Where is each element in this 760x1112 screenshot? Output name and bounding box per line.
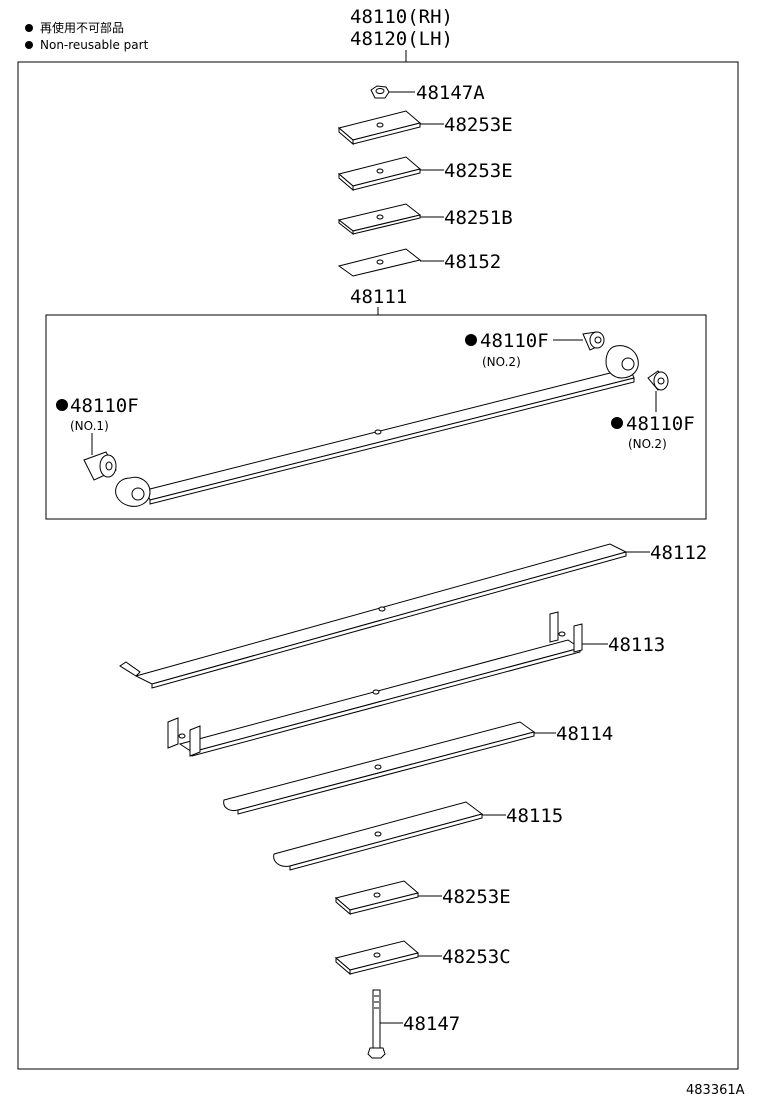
outer-frame (17, 61, 739, 1070)
plate-top-3-label[interactable]: 48251B (444, 207, 513, 229)
plate-top-4-label[interactable]: 48152 (444, 251, 501, 273)
plate-top-3[interactable] (337, 203, 422, 236)
plate-bottom-1-label[interactable]: 48253E (442, 886, 511, 908)
main-leaf-box (45, 314, 707, 520)
bush-top[interactable] (582, 331, 605, 351)
plate-top-2-label[interactable]: 48253E (444, 160, 513, 182)
leaf-48115-label[interactable]: 48115 (506, 805, 563, 827)
nut-part[interactable] (370, 85, 390, 99)
bush-right-label[interactable]: 48110F (626, 413, 695, 435)
legend-japanese: 再使用不可部品 (40, 20, 124, 35)
bush-right[interactable] (647, 370, 669, 391)
nut-label[interactable]: 48147A (416, 82, 485, 104)
main-leaf-label[interactable]: 48111 (350, 286, 407, 308)
center-bolt[interactable] (367, 989, 386, 1059)
plate-top-2[interactable] (337, 156, 422, 192)
diagram-code: 483361A (686, 1083, 745, 1098)
assembly-rh-label[interactable]: 48110(RH) (350, 6, 453, 28)
bush-top-sublabel: (NO.2) (482, 355, 521, 369)
bush-left-label[interactable]: 48110F (70, 395, 139, 417)
plate-top-4[interactable] (337, 248, 422, 277)
bush-left-sublabel: (NO.1) (70, 419, 109, 433)
non-reusable-bullet-icon (611, 417, 623, 429)
center-bolt-label[interactable]: 48147 (403, 1013, 460, 1035)
non-reusable-bullet-icon (465, 334, 477, 346)
bush-top-label[interactable]: 48110F (480, 330, 549, 352)
legend: 再使用不可部品 Non-reusable part (25, 20, 149, 52)
bush-right-sublabel: (NO.2) (628, 437, 667, 451)
plate-top-1-label[interactable]: 48253E (444, 114, 513, 136)
leaf-48112-label[interactable]: 48112 (650, 542, 707, 564)
leaf-48114[interactable] (223, 721, 536, 815)
leaf-48115[interactable] (273, 801, 484, 871)
leaf-48113[interactable] (167, 611, 583, 757)
main-leaf[interactable] (115, 345, 639, 507)
leaf-48114-label[interactable]: 48114 (556, 723, 613, 745)
bullet-icon (25, 24, 33, 32)
plate-bottom-1[interactable] (334, 880, 420, 916)
bush-left[interactable] (83, 451, 117, 481)
leaf-48113-label[interactable]: 48113 (608, 634, 665, 656)
plate-top-1[interactable] (337, 110, 422, 146)
bullet-icon (25, 41, 33, 49)
assembly-lh-label[interactable]: 48120(LH) (350, 28, 453, 50)
non-reusable-bullet-icon (56, 399, 68, 411)
plate-bottom-2[interactable] (334, 940, 420, 976)
plate-bottom-2-label[interactable]: 48253C (442, 946, 511, 968)
legend-english: Non-reusable part (40, 38, 149, 52)
